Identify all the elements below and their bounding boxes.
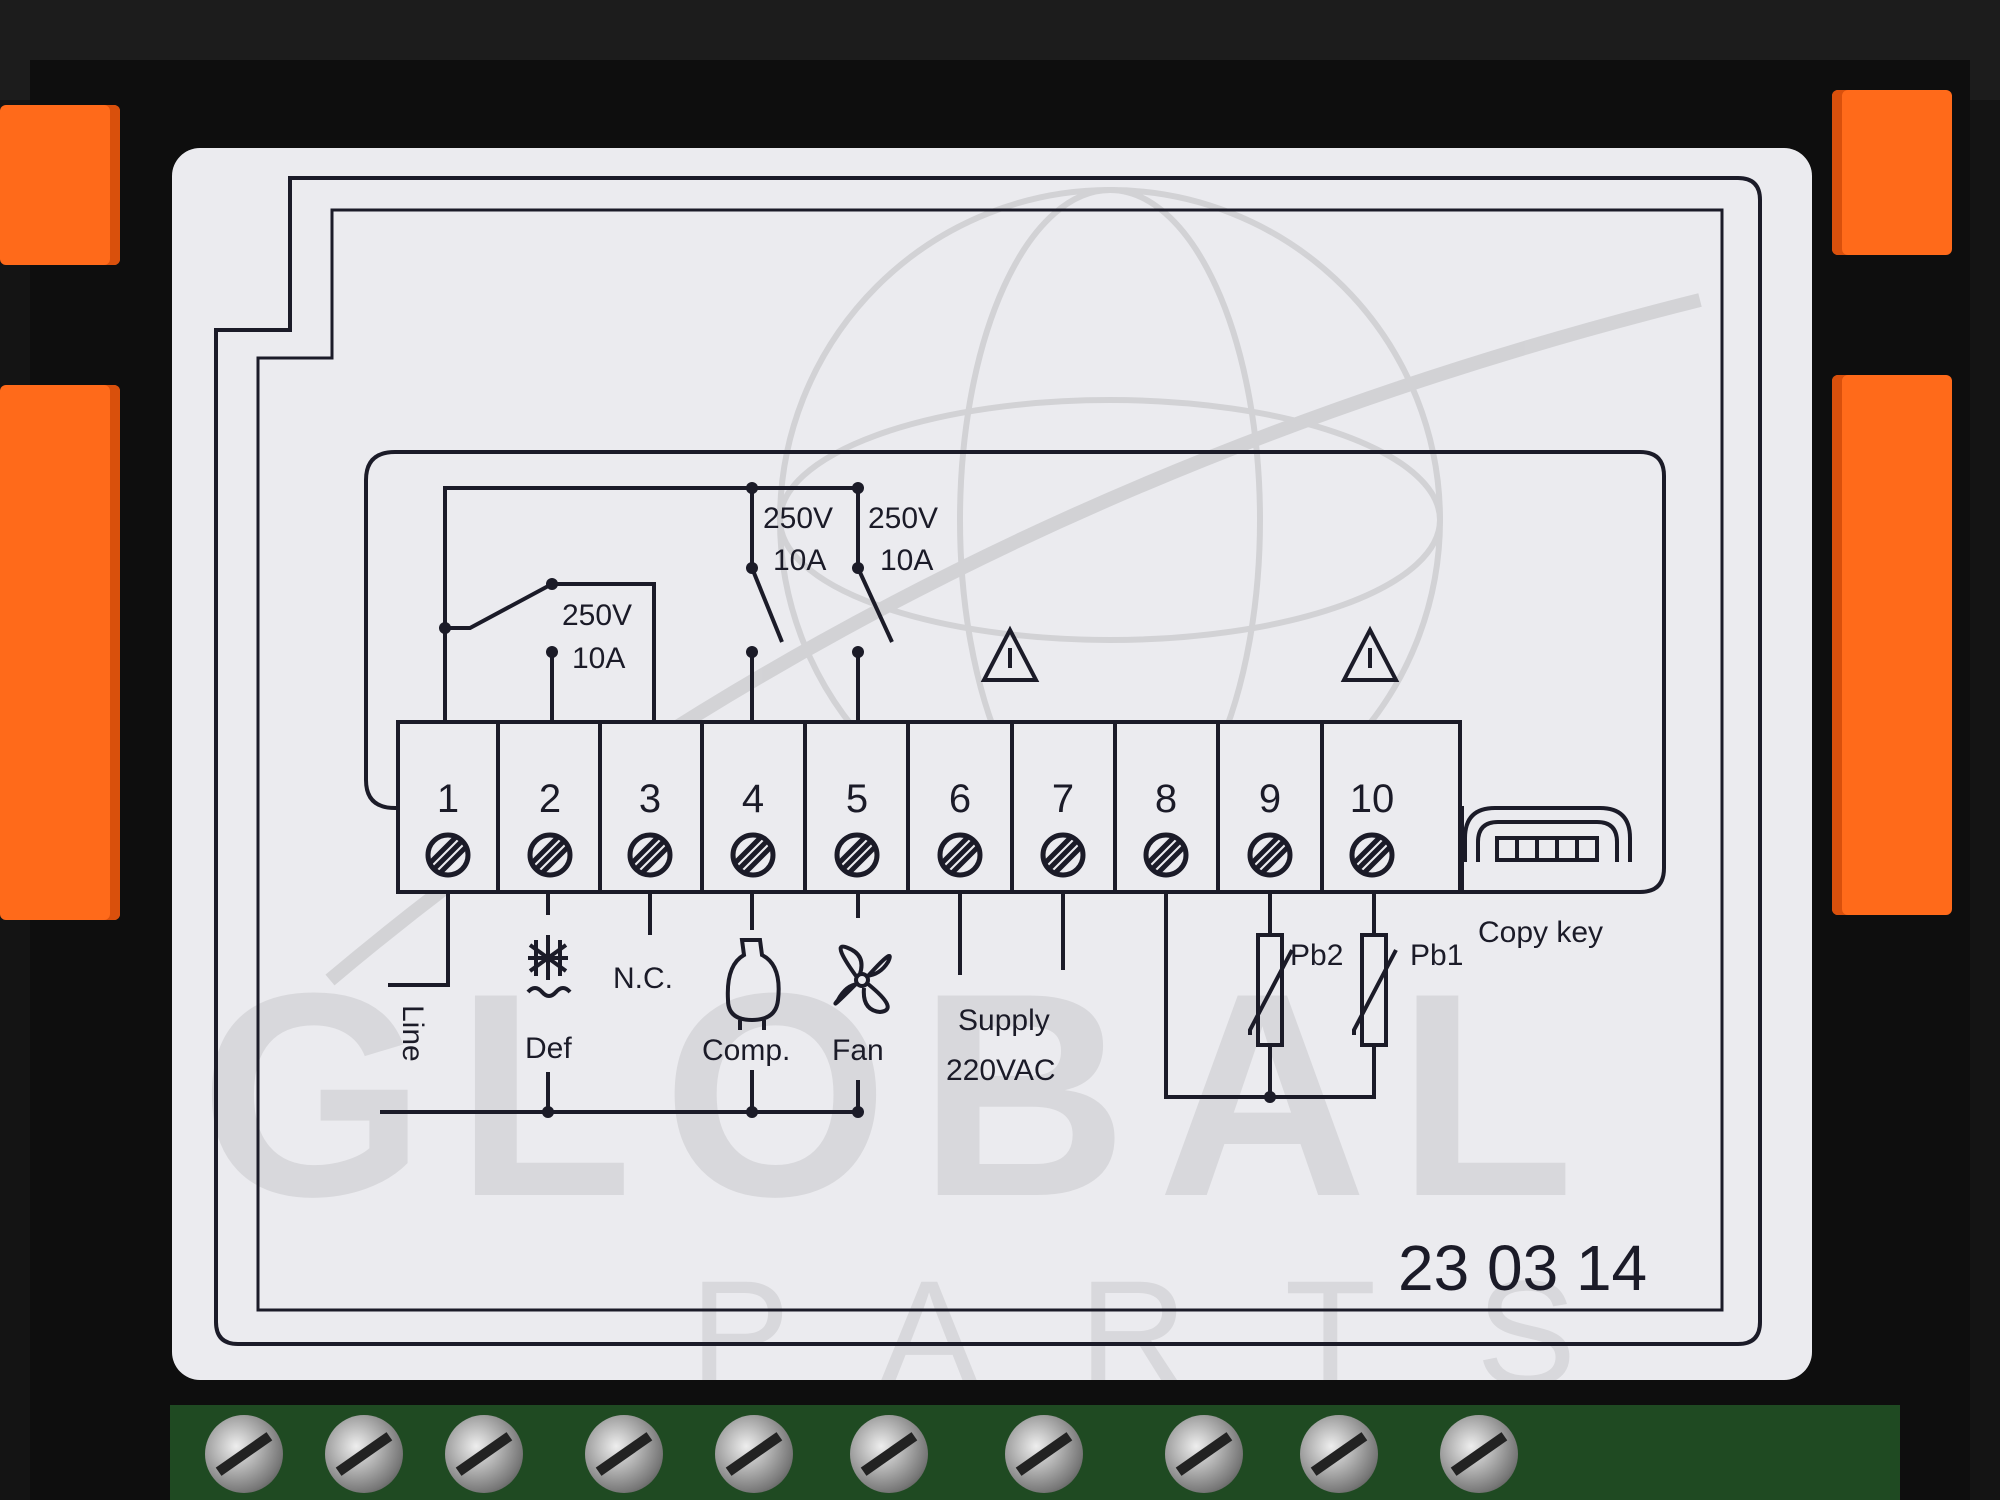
screw-icon — [627, 832, 673, 878]
terminal-number-9: 9 — [1259, 777, 1281, 821]
watermark-text: GLOBAL — [200, 933, 1604, 1257]
terminal-number-2: 2 — [539, 777, 561, 821]
screw-icon — [425, 832, 471, 878]
orange-clip-top-left — [0, 105, 120, 265]
warning-icon — [980, 625, 1040, 682]
terminal-screw-bottom — [1005, 1415, 1083, 1493]
terminal-number-6: 6 — [949, 777, 971, 821]
line-label: Line — [396, 1005, 429, 1062]
watermark-subtext: PARTS — [690, 1249, 1676, 1380]
terminal-screw-bottom — [1440, 1415, 1518, 1493]
screw-icon — [1143, 832, 1189, 878]
thermistor-icon — [1248, 933, 1294, 1047]
probe1-label: Pb1 — [1410, 939, 1463, 972]
terminal-number-5: 5 — [846, 777, 868, 821]
usb-port-icon — [1463, 806, 1632, 862]
terminal-screw-bottom — [325, 1415, 403, 1493]
warning-icon — [1340, 625, 1400, 682]
nc-label: N.C. — [613, 962, 673, 995]
supply-label: Supply — [958, 1004, 1050, 1037]
date-code: 23 03 14 — [1398, 1232, 1647, 1304]
terminal-number-8: 8 — [1155, 777, 1177, 821]
relay3-current: 10A — [880, 544, 933, 577]
defrost-icon — [526, 935, 572, 998]
compressor-label: Comp. — [702, 1034, 790, 1067]
copy-key-label: Copy key — [1478, 916, 1603, 949]
screw-icon — [1349, 832, 1395, 878]
terminal-number-3: 3 — [639, 777, 661, 821]
screw-icon — [834, 832, 880, 878]
screw-icon — [527, 832, 573, 878]
label-border — [214, 176, 1762, 1346]
terminal-number-7: 7 — [1052, 777, 1074, 821]
wiring-label: GLOBAL PARTS 1 2 3 4 5 6 7 8 9 10 — [172, 148, 1812, 1380]
defrost-label: Def — [525, 1032, 572, 1065]
relay1-voltage: 250V — [562, 599, 632, 632]
terminal-screw-bottom — [715, 1415, 793, 1493]
relay1-current: 10A — [572, 642, 625, 675]
label-inner-border — [256, 208, 1724, 1312]
terminal-screw-bottom — [850, 1415, 928, 1493]
compressor-icon — [725, 938, 781, 1030]
screw-icon — [937, 832, 983, 878]
terminal-number-4: 4 — [742, 777, 764, 821]
terminal-screw-bottom — [1300, 1415, 1378, 1493]
terminal-screw-bottom — [585, 1415, 663, 1493]
terminal-number-10: 10 — [1350, 777, 1395, 821]
terminal-number-1: 1 — [437, 777, 459, 821]
orange-clip-bottom-right — [1832, 375, 1952, 915]
terminal-screw-bottom — [1165, 1415, 1243, 1493]
fan-label: Fan — [832, 1034, 884, 1067]
screw-icon — [1247, 832, 1293, 878]
relay3-voltage: 250V — [868, 502, 938, 535]
screw-icon — [730, 832, 776, 878]
terminal-screw-bottom — [445, 1415, 523, 1493]
screw-icon — [1040, 832, 1086, 878]
orange-clip-top-right — [1832, 90, 1952, 255]
terminal-screw-bottom — [205, 1415, 283, 1493]
probe2-label: Pb2 — [1290, 939, 1343, 972]
relay2-voltage: 250V — [763, 502, 833, 535]
orange-clip-bottom-left — [0, 385, 120, 920]
supply-voltage-label: 220VAC — [946, 1054, 1056, 1087]
fan-icon — [833, 944, 892, 1015]
thermistor-icon — [1352, 933, 1398, 1047]
relay2-current: 10A — [773, 544, 826, 577]
relay-wiring — [443, 486, 894, 722]
wiring-diagram: GLOBAL PARTS 1 2 3 4 5 6 7 8 9 10 — [200, 176, 1762, 1380]
